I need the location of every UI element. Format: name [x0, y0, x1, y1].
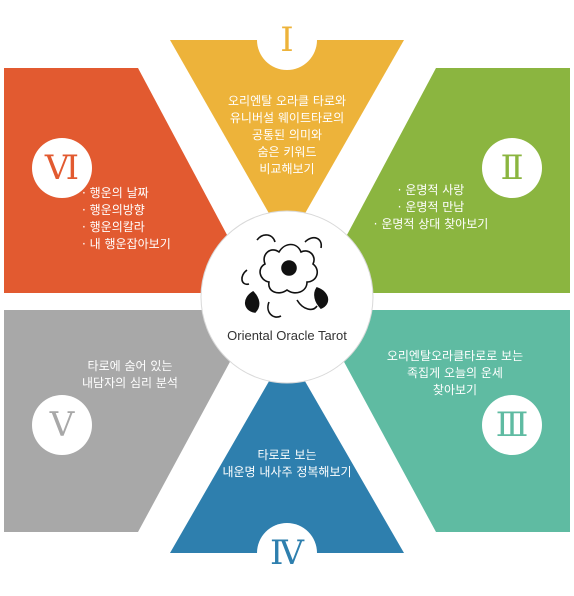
segment-6-shape[interactable] [4, 68, 258, 293]
segment-1-line: 숨은 키워드 [257, 145, 317, 159]
segment-6-item: 행운의칼라 [82, 219, 194, 236]
segment-1-line: 유니버설 웨이트타로의 [229, 111, 345, 125]
center-circle [200, 210, 374, 384]
segment-5-text[interactable]: 타로에 숨어 있는 내담자의 심리 분석 [60, 358, 200, 392]
segment-1-shape[interactable] [170, 40, 404, 245]
segment-5-line: 내담자의 심리 분석 [82, 376, 178, 390]
segment-1-text[interactable]: 오리엔탈 오라클 타로와 유니버설 웨이트타로의 공통된 의미와 숨은 키워드 … [207, 93, 367, 178]
segment-4-line: 타로로 보는 [257, 448, 317, 462]
segment-2-shape[interactable] [316, 68, 570, 293]
segment-6-item: 내 행운잡아보기 [82, 236, 194, 253]
center-title: Oriental Oracle Tarot [227, 328, 347, 343]
segment-1-line: 공통된 의미와 [251, 128, 323, 142]
segment-6-item: 행운의방향 [82, 202, 194, 219]
flower-icon [241, 234, 329, 318]
segment-3-line: 족집게 오늘의 운세 [407, 366, 503, 380]
segment-5-shape[interactable] [4, 310, 258, 532]
segment-1-line: 오리엔탈 오라클 타로와 [227, 94, 347, 108]
segment-2-item: 운명적 만남 [363, 199, 499, 216]
segment-2-item: 운명적 상대 찾아보기 [363, 216, 499, 233]
segment-1-numeral: Ⅰ [257, 10, 317, 70]
segment-5-line: 타로에 숨어 있는 [87, 359, 173, 373]
segment-3-line: 오리엔탈오라클타로로 보는 [386, 349, 524, 363]
segment-6-text[interactable]: 행운의 날짜 행운의방향 행운의칼라 내 행운잡아보기 [82, 185, 194, 253]
segment-2-text[interactable]: 운명적 사랑 운명적 만남 운명적 상대 찾아보기 [363, 182, 499, 233]
segment-2-numeral: Ⅱ [482, 138, 542, 198]
segment-3-numeral: Ⅲ [482, 395, 542, 455]
segment-1-line: 비교해보기 [259, 162, 315, 176]
segment-6-numeral: Ⅵ [32, 138, 92, 198]
segment-4-numeral: Ⅳ [257, 523, 317, 583]
segment-3-text[interactable]: 오리엔탈오라클타로로 보는 족집게 오늘의 운세 찾아보기 [360, 348, 550, 399]
segment-6-item: 행운의 날짜 [82, 185, 194, 202]
segment-4-line: 내운명 내사주 정복해보기 [222, 465, 352, 479]
segment-4-text[interactable]: 타로로 보는 내운명 내사주 정복해보기 [205, 447, 369, 481]
segment-5-numeral: Ⅴ [32, 395, 92, 455]
segment-3-shape[interactable] [316, 310, 570, 532]
segment-2-item: 운명적 사랑 [363, 182, 499, 199]
segment-4-shape[interactable] [170, 350, 404, 553]
segment-3-line: 찾아보기 [432, 383, 478, 397]
